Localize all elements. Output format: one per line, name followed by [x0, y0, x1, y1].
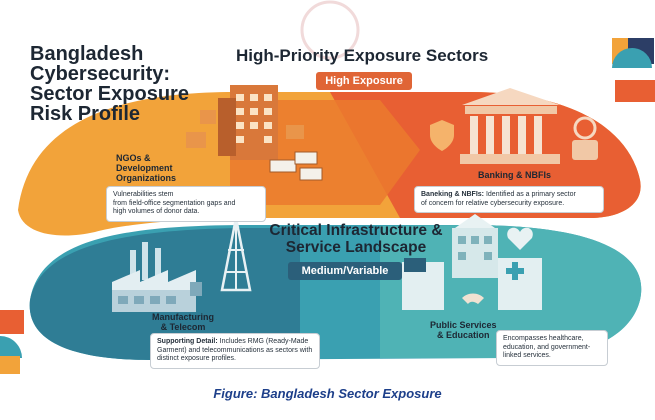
- public-services-illustration: [402, 214, 542, 310]
- high-exposure-badge: High Exposure: [316, 72, 412, 90]
- public-label-line: & Education: [437, 330, 490, 340]
- ngo-label-line: Development: [116, 163, 173, 173]
- high-priority-heading: High-Priority Exposure Sectors: [236, 46, 489, 65]
- ngo-note: Vulnerabilities stem from field-office s…: [106, 186, 266, 222]
- manufacturing-label-line: & Telecom: [160, 322, 206, 332]
- ngo-sector-label: NGOs & Development Organizations: [116, 153, 176, 183]
- banking-note-text: Identified as a primary sector: [485, 191, 576, 198]
- banking-note: Baneking & NBFIs: Identified as a primar…: [414, 186, 604, 213]
- public-note-line: Encompasses healthcare,: [503, 335, 584, 342]
- medium-variable-badge: Medium/Variable: [288, 262, 402, 280]
- ngo-note-line: Vulnerabilities stem: [113, 191, 174, 198]
- mid-heading-line: Service Landscape: [285, 239, 427, 256]
- ngo-buildings-illustration: [186, 85, 323, 181]
- title-line: Bangladesh: [30, 43, 144, 65]
- title-line: Risk Profile: [30, 103, 141, 125]
- diagram-title: Bangladesh Cybersecurity: Sector Exposur…: [30, 44, 230, 124]
- manufacturing-note-text: Includes RMG (Ready-Made: [219, 338, 309, 345]
- corner-tiles-bottom-left: [0, 310, 24, 374]
- manufacturing-note-bold: Supporting Detail:: [157, 338, 218, 345]
- manufacturing-note-line: Supporting Detail: Includes RMG (Ready-M…: [157, 338, 313, 347]
- title-line: Cybersecurity:: [30, 63, 171, 85]
- manufacturing-note-line: distinct exposure profiles.: [157, 355, 236, 362]
- banking-note-line: Baneking & NBFIs: Identified as a primar…: [421, 191, 597, 200]
- ngo-label-line: Organizations: [116, 173, 177, 183]
- manufacturing-sector-label: Manufacturing & Telecom: [152, 312, 214, 332]
- public-note-line: linked services.: [503, 352, 551, 359]
- ngo-note-line: high volumes of donor data.: [113, 208, 200, 215]
- ngo-note-line: from field-office segmentation gaps and: [113, 199, 236, 207]
- title-line: Sector Exposure: [30, 83, 189, 105]
- banking-note-line: of concern for relative cybersecurity ex…: [421, 199, 565, 207]
- manufacturing-note-line: Garment) and telecommunications as secto…: [157, 346, 313, 354]
- manufacturing-note: Supporting Detail: Includes RMG (Ready-M…: [150, 333, 320, 369]
- public-services-note: Encompasses healthcare, education, and g…: [496, 330, 608, 366]
- banking-sector-label: Banking & NBFIs: [478, 170, 552, 180]
- ngo-label-line: NGOs &: [116, 153, 151, 163]
- public-services-sector-label: Public Services & Education: [430, 320, 497, 340]
- public-note-line: education, and government-: [503, 343, 591, 351]
- banking-note-bold: Baneking & NBFIs:: [421, 191, 485, 198]
- figure-caption: Figure: Bangladesh Sector Exposure: [213, 386, 442, 401]
- corner-tiles-top-right: [612, 38, 655, 102]
- mid-heading-line: Critical Infrastructure &: [269, 222, 443, 239]
- manufacturing-label-line: Manufacturing: [152, 312, 214, 322]
- critical-infrastructure-heading: Critical Infrastructure & Service Landsc…: [256, 222, 456, 256]
- watermark-seal: [300, 0, 360, 60]
- factory-telecom-illustration: [112, 213, 252, 312]
- bank-building-illustration: [430, 88, 598, 164]
- public-label-line: Public Services: [430, 320, 497, 330]
